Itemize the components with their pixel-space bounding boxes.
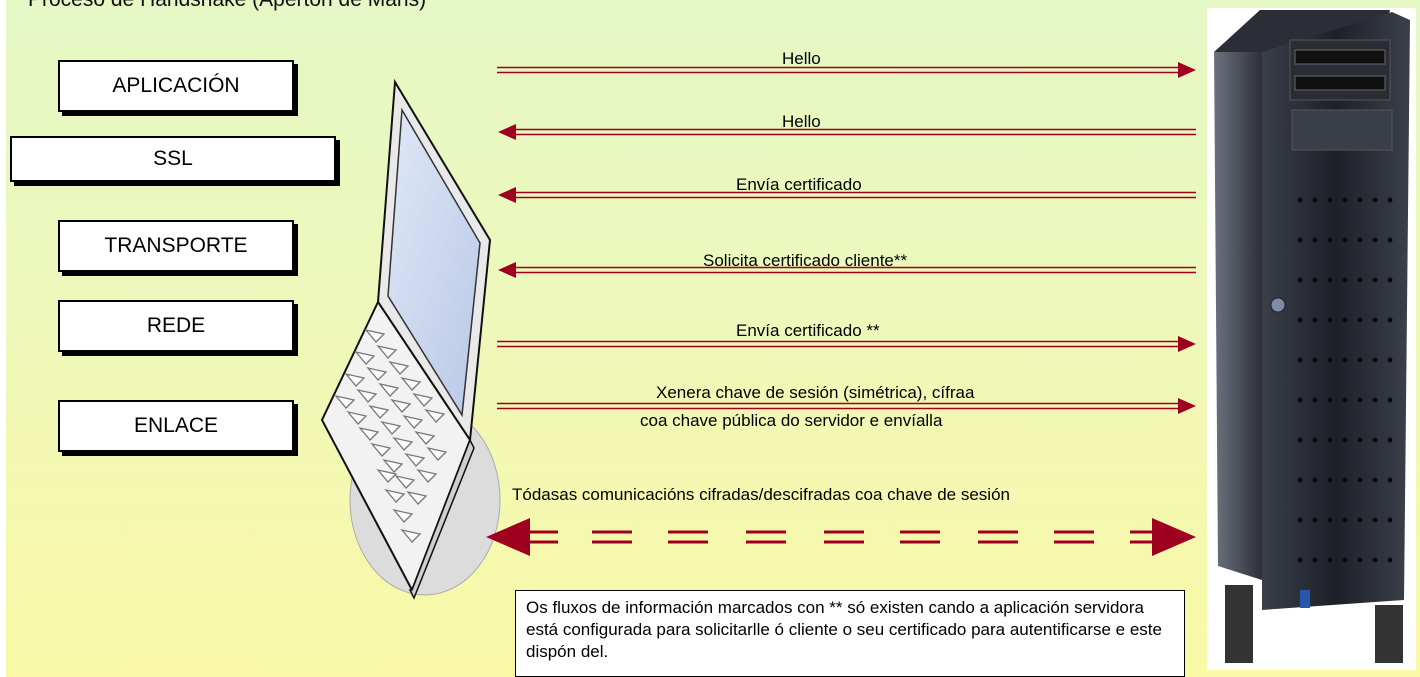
- message-label-4: Solicita certificado cliente**: [703, 251, 908, 270]
- layer-application: APLICACIÓN: [58, 60, 294, 112]
- message-arrow-4: [498, 262, 1196, 278]
- layer-ssl: SSL: [10, 136, 336, 182]
- message-label-6: Xenera chave de sesión (simétrica), cífr…: [656, 383, 975, 402]
- session-arrow: [486, 518, 1196, 556]
- layer-transport: TRANSPORTE: [58, 220, 294, 272]
- message-arrow-5: [497, 336, 1196, 352]
- diagram-canvas: Proceso de Handshake (Aperton de Mans) A…: [6, 0, 1420, 677]
- laptop-icon: [320, 78, 501, 600]
- message-label-3: Envía certificado: [736, 175, 862, 194]
- message-label-6-line2: coa chave pública do servidor e envíalla: [640, 411, 943, 430]
- message-label-1: Hello: [782, 49, 821, 68]
- message-arrows: [497, 62, 1196, 414]
- message-arrow-1: [497, 62, 1196, 78]
- server-icon: [1207, 8, 1416, 670]
- message-label-2: Hello: [782, 112, 821, 131]
- message-arrow-3: [498, 187, 1196, 203]
- message-arrow-2: [498, 124, 1196, 140]
- message-label-5: Envía certificado **: [736, 321, 880, 340]
- layer-network: REDE: [58, 300, 294, 352]
- message-arrow-6: [497, 398, 1196, 414]
- layer-link: ENLACE: [58, 400, 294, 452]
- diagram-title: Proceso de Handshake (Aperton de Mans): [28, 0, 426, 12]
- session-label: Tódasas comunicacións cifradas/descifrad…: [512, 485, 1010, 504]
